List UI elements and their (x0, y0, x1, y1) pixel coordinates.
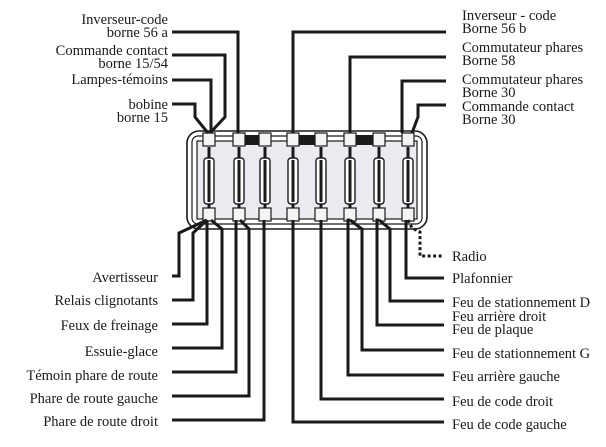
label-commande-contact-30-line: Commande contact (462, 99, 574, 115)
terminal-bottom (232, 207, 246, 222)
terminal-bottom (314, 207, 328, 222)
fuse-4 (286, 132, 300, 222)
terminal-top (202, 132, 216, 147)
wire-commande-contact-15-54 (172, 53, 227, 135)
terminal-bottom (286, 207, 300, 222)
label-commutateur-phares-30-line: Commutateur phares (462, 72, 584, 88)
label-feu-stationnement-g: Feu de stationnement G (452, 346, 591, 362)
label-feu-de-code-droit-line: Feu de code droit (452, 394, 553, 410)
label-bobine-15-line: borne 15 (117, 110, 168, 126)
fuse-7 (372, 132, 386, 222)
fuse-2 (232, 132, 246, 222)
label-lampes-temoins: Lampes-témoins (71, 72, 168, 88)
fuse-1 (202, 132, 216, 222)
label-radio: Radio (452, 249, 487, 265)
wire-lampes-temoins (172, 78, 213, 133)
label-feu-de-code-droit: Feu de code droit (452, 394, 553, 410)
label-avertisseur: Avertisseur (92, 270, 158, 286)
label-feu-de-code-gauche-line: Feu de code gauche (452, 417, 567, 433)
label-inverseur-code-56b-line: Inverseur - code (462, 8, 556, 24)
terminal-bottom (258, 207, 272, 222)
fuse-box (186, 130, 428, 230)
label-temoin-phare-de-route: Témoin phare de route (26, 368, 158, 384)
label-feu-de-code-gauche: Feu de code gauche (452, 417, 567, 433)
wire-radio (406, 219, 444, 258)
terminal-top (314, 132, 328, 147)
label-plafonnier: Plafonnier (452, 271, 513, 287)
label-bobine-15-line: bobine (129, 97, 168, 113)
label-radio-line: Radio (452, 249, 487, 265)
terminal-bottom (401, 207, 415, 222)
terminal-top (401, 132, 415, 147)
label-commutateur-phares-58-line: Commutateur phares (462, 40, 584, 56)
wire-commande-contact-30 (410, 103, 446, 134)
wire-temoin-phare-de-route (172, 220, 238, 374)
wire-feu-de-code-droit (319, 220, 444, 401)
label-essuie-glace: Essuie-glace (85, 344, 158, 360)
wire-avertisseur (172, 218, 208, 278)
wire-inverseur-code-56b (291, 30, 446, 133)
terminal-bridge (293, 135, 321, 145)
label-phare-de-route-droit: Phare de route droit (43, 414, 158, 430)
terminal-bridge (239, 135, 265, 145)
label-plafonnier-line: Plafonnier (452, 271, 513, 287)
wire-feu-de-code-gauche (291, 220, 444, 424)
fuse-5 (314, 132, 328, 222)
label-feu-stationnement-g-line: Feu de stationnement G (452, 346, 591, 362)
label-commande-contact-30-line: Borne 30 (462, 112, 516, 128)
label-inverseur-code-56a-line: borne 56 a (107, 25, 169, 41)
label-commutateur-phares-30-line: Borne 30 (462, 85, 516, 101)
wire-essuie-glace (172, 218, 224, 350)
wire-inverseur-code-56a (172, 30, 240, 133)
label-phare-de-route-gauche: Phare de route gauche (30, 391, 158, 407)
wire-bobine-15 (172, 102, 210, 134)
label-feu-arriere-droit-plaque-line: Feu de plaque (452, 322, 533, 338)
terminal-top (258, 132, 272, 147)
fuse-3 (258, 132, 272, 222)
label-feux-de-freinage: Feux de freinage (61, 318, 158, 334)
wire-relais-clignotants (172, 218, 209, 302)
wire-feu-stationnement-d (378, 218, 444, 303)
label-feu-stationnement-d-line: Feu de stationnement D (452, 295, 590, 311)
label-feu-arriere-droit-plaque-line: Feu arrière droit (452, 309, 546, 325)
label-commande-contact-15-54-line: borne 15/54 (98, 56, 168, 72)
label-lampes-temoins-line: Lampes-témoins (71, 72, 168, 88)
fuse-6 (343, 132, 357, 222)
terminal-top (343, 132, 357, 147)
fuse-8 (401, 132, 415, 222)
wire-commutateur-phares-30 (400, 79, 446, 133)
wire-feu-arriere-gauche (346, 218, 444, 377)
label-feu-arriere-gauche-line: Feu arrière gauche (452, 369, 560, 385)
label-inverseur-code-56b-line: Borne 56 b (462, 21, 526, 37)
wire-phare-de-route-gauche (172, 218, 251, 398)
terminal-bottom (202, 207, 216, 222)
wire-feu-stationnement-g (349, 218, 444, 352)
wire-phare-de-route-droit (172, 220, 266, 422)
label-feu-arriere-gauche: Feu arrière gauche (452, 369, 560, 385)
label-feu-stationnement-d: Feu de stationnement D (452, 295, 590, 311)
wire-commutateur-phares-58 (348, 55, 446, 133)
terminal-top (372, 132, 386, 147)
label-inverseur-code-56a-line: Inverseur-code (81, 12, 168, 28)
wire-feu-arriere-droit-plaque (375, 218, 444, 327)
wire-plafonnier (404, 220, 444, 280)
label-commutateur-phares-58-line: Borne 58 (462, 53, 516, 69)
terminal-bridge (350, 135, 379, 145)
wire-feux-de-freinage (172, 220, 209, 326)
label-commande-contact-15-54-line: Commande contact (56, 43, 168, 59)
terminal-top (286, 132, 300, 147)
terminal-top (232, 132, 246, 147)
label-relais-clignotants: Relais clignotants (55, 293, 159, 309)
